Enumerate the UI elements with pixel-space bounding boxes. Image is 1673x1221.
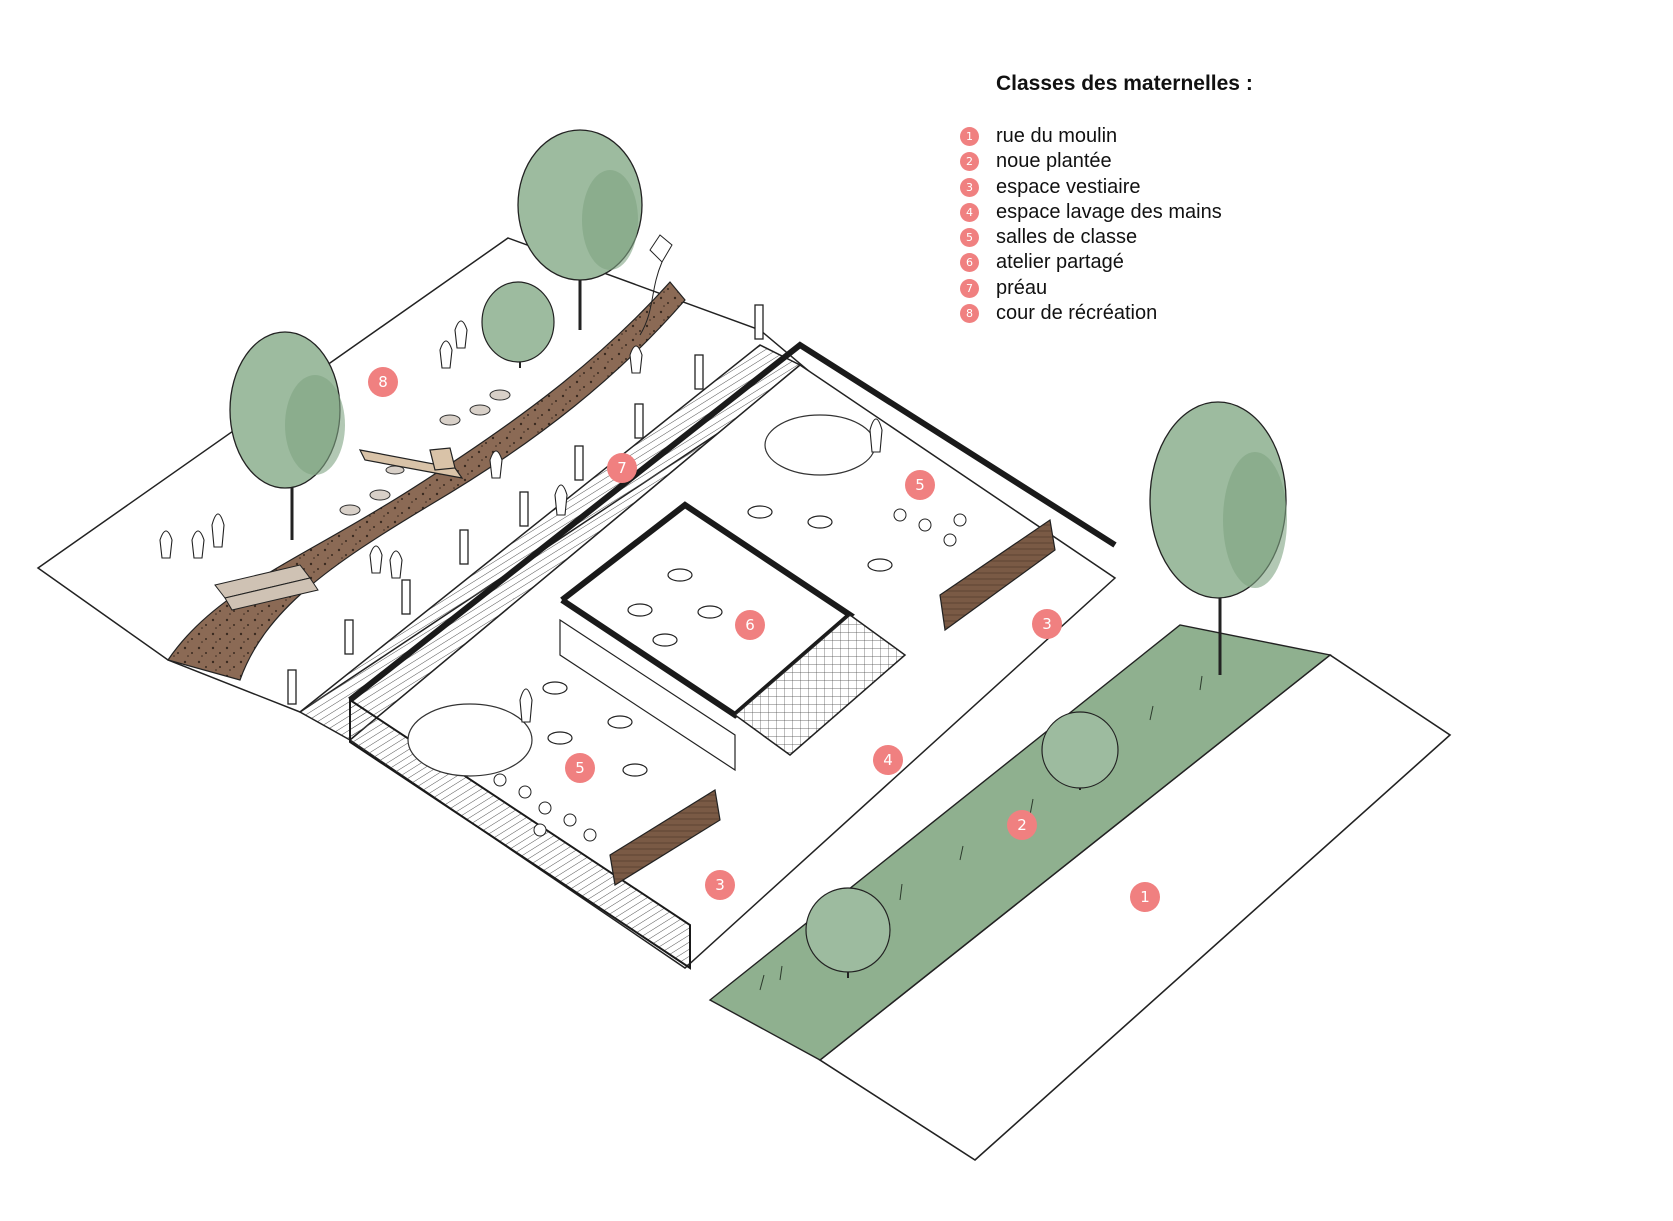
legend-item: 7 préau	[960, 276, 1253, 301]
legend-label: atelier partagé	[996, 251, 1124, 274]
classroom-partition	[559, 618, 736, 772]
table-icon	[807, 515, 833, 529]
preau-columns	[287, 304, 764, 705]
child-figure-icon	[454, 320, 468, 349]
legend-badge: 7	[960, 278, 979, 298]
classroom-stools	[493, 508, 967, 842]
children-figures	[159, 320, 883, 723]
legend-badge: 2	[960, 152, 979, 172]
child-figure-icon	[211, 513, 225, 548]
table-icon	[547, 731, 573, 745]
child-figure-icon	[159, 530, 173, 559]
marker-7: 7	[607, 453, 637, 483]
building-outer-wall	[348, 341, 1117, 703]
legend-badge: 3	[960, 177, 979, 197]
table-icon	[607, 715, 633, 729]
child-figure-icon	[629, 345, 643, 374]
legend-badge: 4	[960, 202, 979, 222]
child-figure-icon	[439, 340, 453, 369]
table-icon	[622, 763, 648, 777]
svg-text:6: 6	[745, 616, 755, 634]
legend-badge: 6	[960, 253, 979, 273]
marker-2: 2	[1007, 810, 1037, 840]
tree-icon	[517, 129, 643, 330]
tree-icon	[1041, 711, 1119, 790]
marker-4: 4	[873, 745, 903, 775]
legend-item: 8 cour de récréation	[960, 301, 1253, 326]
table-icon	[542, 681, 568, 695]
child-figure-icon	[489, 450, 503, 479]
marker-5-bottom: 5	[565, 753, 595, 783]
tree-icon	[805, 887, 891, 978]
table-icon	[697, 605, 723, 619]
svg-text:7: 7	[617, 459, 627, 477]
table-icon	[627, 603, 653, 617]
svg-text:3: 3	[715, 876, 725, 894]
svg-text:1: 1	[1140, 888, 1150, 906]
child-figure-icon	[869, 418, 883, 453]
legend-title: Classes des maternelles :	[996, 72, 1253, 95]
legend-badge: 1	[960, 127, 979, 146]
child-figure-icon	[191, 530, 205, 559]
legend-label: rue du moulin	[996, 125, 1118, 147]
child-figure-icon	[554, 484, 568, 516]
svg-text:4: 4	[883, 751, 893, 769]
table-icon	[867, 558, 893, 572]
kite-icon	[639, 234, 673, 336]
stepping-stones	[339, 389, 511, 516]
child-figure-icon	[519, 688, 533, 723]
tree-icon	[481, 281, 555, 368]
vestiaire-wall-left	[609, 789, 721, 886]
marker-3-right: 3	[1032, 609, 1062, 639]
reading-rug-bottom	[407, 703, 533, 777]
wooden-bench	[358, 447, 464, 479]
legend-label: cour de récréation	[996, 302, 1158, 325]
legend-label: espace lavage des mains	[996, 200, 1222, 223]
svg-text:3: 3	[1042, 615, 1052, 633]
legend-label: noue plantée	[996, 150, 1112, 173]
svg-text:2: 2	[1017, 816, 1027, 834]
legend-label: préau	[996, 276, 1048, 299]
tree-icon	[1149, 401, 1287, 675]
marker-5-top: 5	[905, 470, 935, 500]
marker-1: 1	[1130, 882, 1160, 912]
legend-item: 3 espace vestiaire	[960, 175, 1253, 200]
legend-item: 6 atelier partagé	[960, 250, 1253, 275]
child-figure-icon	[389, 550, 403, 579]
building-floor	[348, 364, 1117, 969]
marker-8: 8	[368, 367, 398, 397]
legend-item: 1 rue du moulin	[960, 124, 1253, 149]
vestiaire-wall-right	[939, 518, 1056, 632]
legend-badge: 5	[960, 228, 979, 248]
tree-icon	[229, 331, 345, 540]
legend-badge: 8	[960, 304, 979, 324]
marker-6: 6	[735, 610, 765, 640]
marker-3-left: 3	[705, 870, 735, 900]
legend-item: 2 noue plantée	[960, 149, 1253, 174]
sanitary-block	[733, 614, 907, 756]
table-icon	[652, 633, 678, 647]
table-icon	[747, 505, 773, 519]
reading-rug-top	[764, 414, 876, 476]
legend-item: 4 espace lavage des mains	[960, 200, 1253, 225]
legend-label: salles de classe	[996, 226, 1138, 249]
svg-text:8: 8	[378, 373, 388, 391]
legend-label: espace vestiaire	[996, 175, 1141, 198]
classroom-tables	[542, 505, 893, 777]
child-figure-icon	[369, 545, 383, 574]
legend-item: 5 salles de classe	[960, 225, 1253, 250]
plan-markers: 1 2 3 3 4 5 5 6 7 8	[368, 367, 1160, 912]
garden-steps	[214, 564, 319, 611]
legend: Classes des maternelles : 1 rue du moulin…	[960, 72, 1253, 326]
svg-text:5: 5	[915, 476, 925, 494]
table-icon	[667, 568, 693, 582]
legend-list: 1 rue du moulin 2 noue plantée 3 espace ves…	[960, 124, 1253, 326]
svg-text:5: 5	[575, 759, 585, 777]
